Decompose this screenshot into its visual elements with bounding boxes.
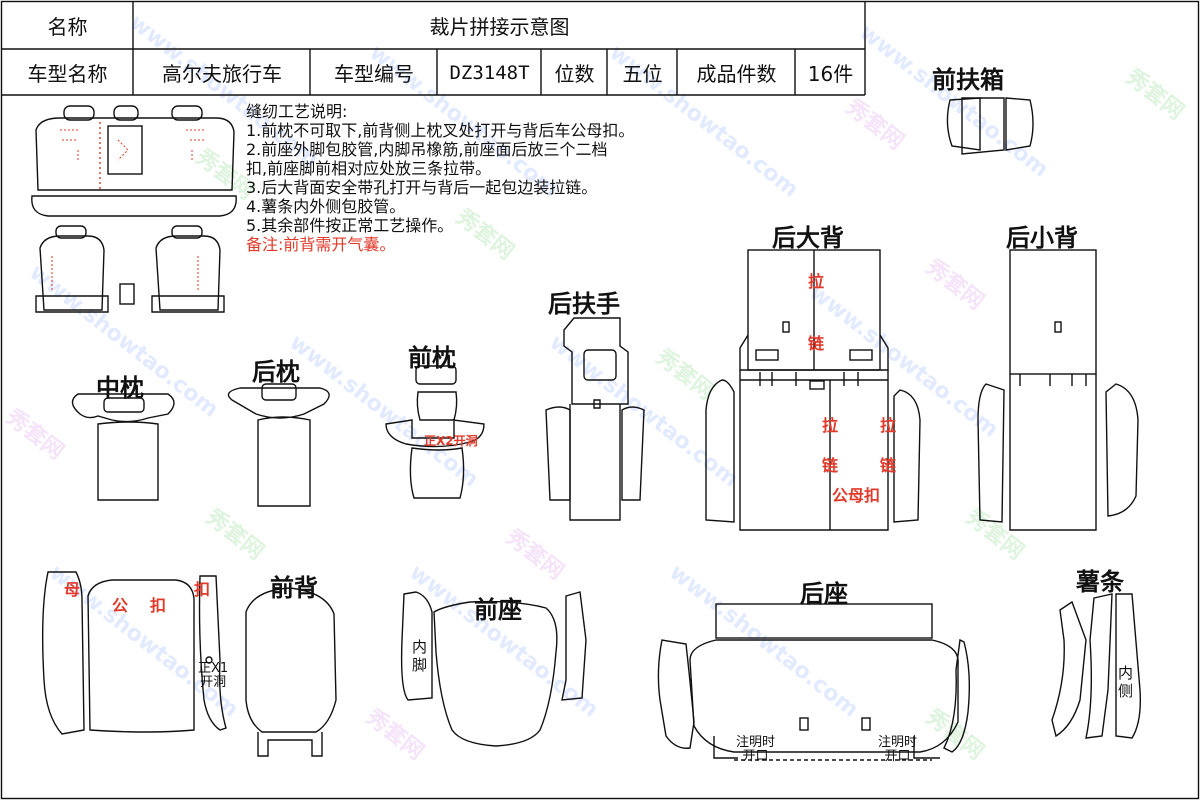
notes-line: 4.薯条内外侧包胶管。	[246, 197, 406, 216]
front-pillow-pieces	[385, 365, 485, 499]
model-name-label: 车型名称	[27, 62, 108, 86]
notes-line: 扣,前座脚前相对应处放三条拉带。	[246, 159, 492, 178]
male-mark: 公	[112, 596, 129, 615]
opening-note-left: 注明时 开口	[736, 736, 775, 764]
label-front-seat: 前座	[474, 596, 522, 624]
notes-remark: 备注:前背需开气囊。	[246, 235, 396, 254]
model-code-value: DZ3148T	[449, 61, 530, 84]
zipper-mark: 拉	[880, 416, 897, 435]
notes-line: 3.后大背面安全带孔打开与背后一起包边装拉链。	[246, 178, 598, 197]
label-rear-armrest: 后扶手	[548, 290, 620, 318]
inner-side-line: 内	[1118, 664, 1134, 682]
seats-value: 五位	[622, 62, 663, 86]
rear-big-back-pieces	[705, 249, 921, 531]
inner-side-line: 侧	[1118, 682, 1134, 700]
label-front-back: 前背	[270, 574, 318, 602]
label-rear-seat: 后座	[800, 580, 848, 608]
label-rear-pillow: 后枕	[252, 358, 300, 386]
label-rear-big-back: 后大背	[772, 224, 844, 252]
front-back-pieces	[41, 571, 337, 757]
front-seat-thumbnail	[35, 225, 225, 313]
rear-pillow-pieces	[227, 383, 330, 507]
zipper-mark: 拉	[808, 272, 825, 291]
fries-pieces	[1051, 593, 1142, 739]
label-front-armbox: 前扶箱	[932, 66, 1004, 94]
zipper-mark: 拉	[822, 416, 839, 435]
front-seat-pieces	[400, 591, 587, 747]
zipper-mark: 链	[822, 456, 839, 475]
front-x1-line: 正X1	[198, 661, 229, 676]
opening-note-line: 开口	[742, 749, 769, 764]
notes-line: 1.前枕不可取下,前背侧上枕叉处打开与背后车公母扣。	[246, 121, 635, 140]
front-x1-note: 正X1 开洞	[198, 662, 228, 690]
name-label: 名称	[47, 15, 88, 39]
label-fries: 薯条	[1076, 568, 1124, 596]
sheet-title: 裁片拼接示意图	[429, 15, 570, 39]
notes-line: 5.其余部件按正常工艺操作。	[246, 216, 454, 235]
rear-seat-thumbnail	[31, 105, 237, 217]
zipper-mark: 链	[880, 456, 897, 475]
notes-heading: 缝纫工艺说明:	[246, 102, 348, 121]
buckle-mark: 扣	[150, 596, 167, 615]
middle-pillow-pieces	[71, 393, 175, 501]
opening-note-line: 注明时	[736, 735, 776, 750]
label-middle-pillow: 中枕	[96, 374, 144, 402]
buckle-mark: 公母扣	[832, 486, 881, 505]
inner-foot-note: 内 脚	[412, 638, 427, 674]
model-name-value: 高尔夫旅行车	[162, 62, 282, 86]
inner-foot-line: 脚	[412, 656, 428, 674]
inner-foot-line: 内	[412, 638, 428, 656]
seats-label: 位数	[554, 62, 595, 86]
rear-small-back-pieces	[977, 249, 1139, 531]
opening-note-line: 开口	[884, 749, 911, 764]
opening-note-right: 注明时 开口	[878, 736, 917, 764]
front-armbox-pieces	[946, 97, 1034, 155]
front-pillow-note: 正X2开洞	[424, 434, 478, 448]
label-front-pillow: 前枕	[408, 344, 456, 372]
inner-side-note: 内 侧	[1118, 664, 1133, 700]
front-x1-line: 开洞	[200, 675, 227, 690]
model-code-label: 车型编号	[334, 62, 414, 86]
zipper-mark: 链	[808, 334, 825, 353]
pieces-value: 16件	[807, 62, 854, 86]
female-mark: 母	[64, 580, 81, 599]
opening-note-line: 注明时	[878, 735, 918, 750]
rear-armrest-pieces	[545, 317, 645, 521]
label-rear-small-back: 后小背	[1006, 224, 1078, 252]
sewing-notes: 缝纫工艺说明: 1.前枕不可取下,前背侧上枕叉处打开与背后车公母扣。 2.前座外…	[246, 102, 634, 254]
pieces-label: 成品件数	[696, 62, 777, 86]
rear-seat-pieces	[657, 603, 971, 761]
notes-line: 2.前座外脚包胶管,内脚吊橡筋,前座面后放三个二档	[246, 140, 608, 159]
buckle-mark: 扣	[194, 580, 211, 599]
